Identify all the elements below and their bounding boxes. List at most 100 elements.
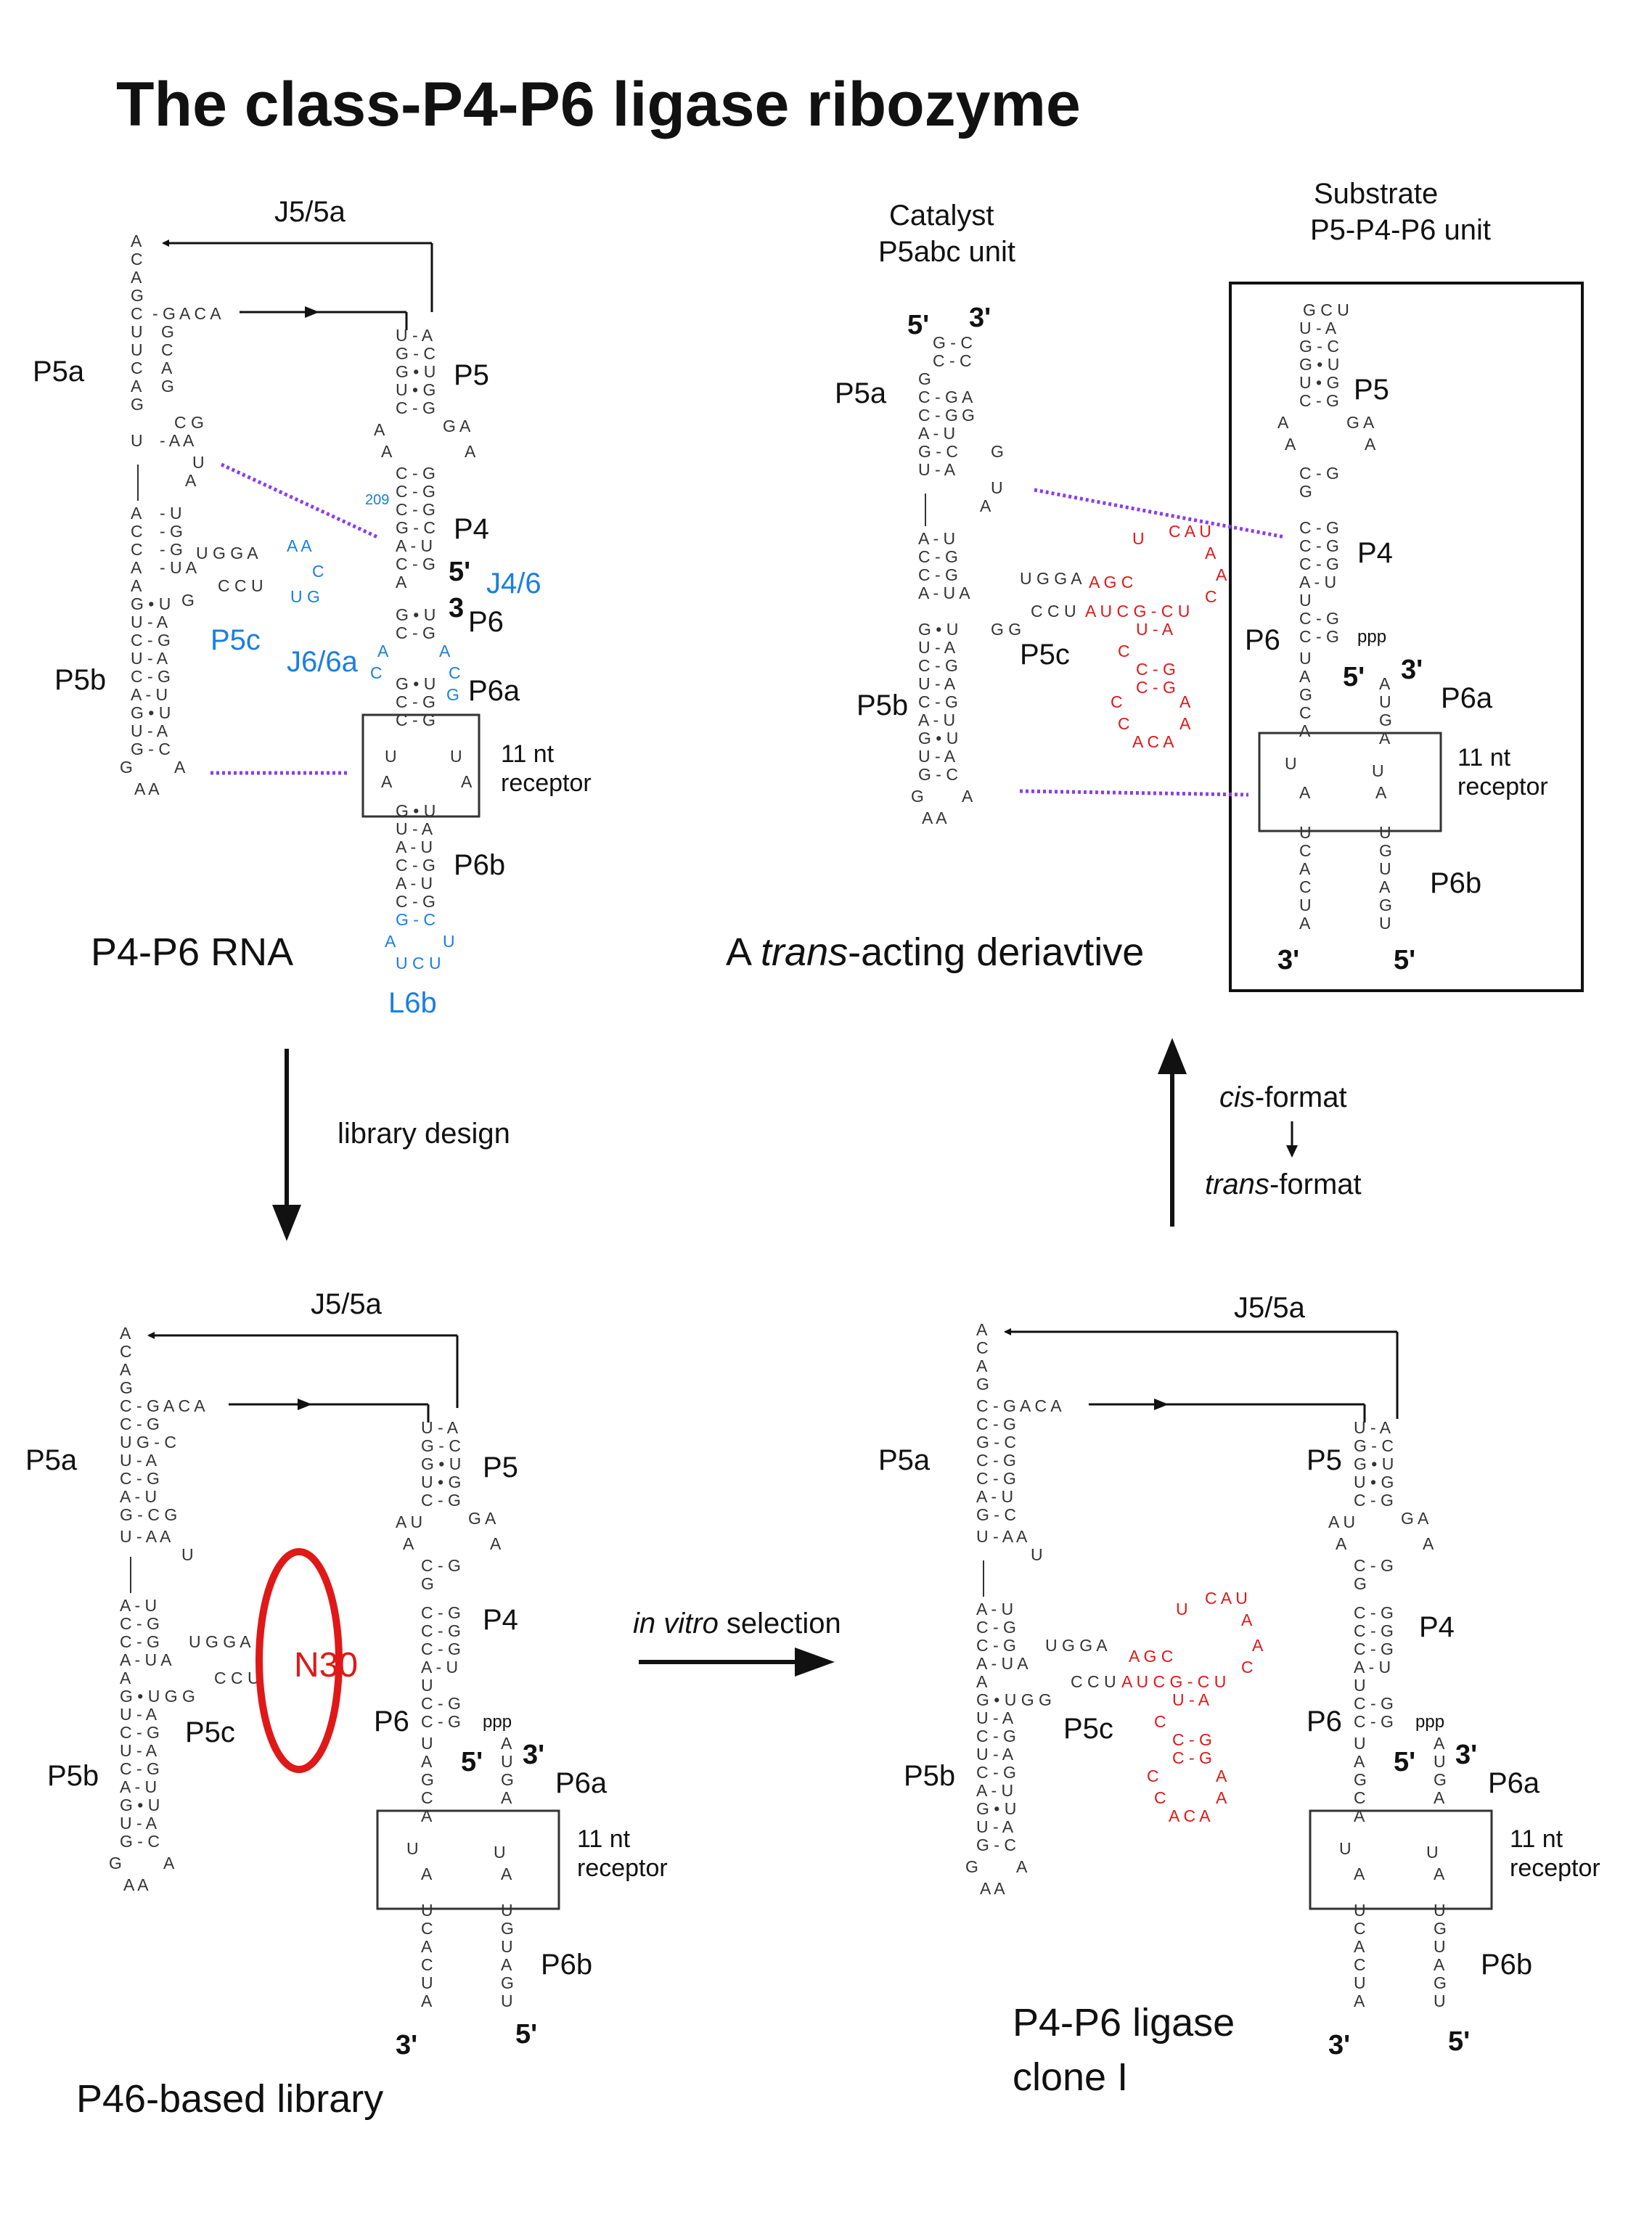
svg-text:A: A (1434, 1788, 1445, 1807)
svg-text:A: A (421, 1937, 433, 1956)
receptor-label-line2: receptor (501, 769, 592, 797)
svg-text:C: C (1354, 1955, 1366, 1974)
svg-text:C - C: C - C (933, 351, 972, 370)
svg-text:A: A (976, 1356, 988, 1375)
svg-text:U - A: U - A (918, 638, 956, 657)
svg-text:A: A (421, 1992, 433, 2010)
svg-text:G • U: G • U (396, 605, 436, 624)
svg-text:G: G (1379, 841, 1392, 860)
trans-p6-label: P6 (1245, 624, 1280, 656)
svg-text:C - G: C - G (1136, 678, 1176, 697)
svg-text:G - C: G - C (131, 740, 171, 758)
svg-text:G: G (109, 1854, 122, 1872)
n30-label: N30 (294, 1646, 358, 1685)
svg-text:A: A (962, 388, 973, 406)
svg-text:C - G: C - G (1136, 660, 1176, 679)
svg-text:C - G: C - G (1354, 1640, 1394, 1658)
svg-text:C: C (1154, 1788, 1166, 1807)
svg-text:C - G: C - G (1354, 1491, 1394, 1510)
substrate-unit-box (1229, 282, 1584, 992)
svg-text:G: G (1354, 1574, 1367, 1593)
svg-text:U G G A: U G G A (196, 544, 258, 562)
svg-text:G A: G A (443, 417, 471, 435)
svg-text:A - U: A - U (976, 1487, 1013, 1506)
library-p5c-label: P5c (185, 1716, 235, 1748)
svg-text:A U: A U (396, 1513, 422, 1531)
svg-text:G: G (421, 1770, 434, 1789)
svg-text:A: A (1216, 1767, 1227, 1785)
trans-5prime: 5' (1343, 662, 1365, 692)
svg-text:G - C: G - C (396, 344, 436, 363)
svg-text:C - G: C - G (120, 1614, 160, 1633)
svg-text:A - U: A - U (120, 1777, 157, 1796)
svg-text:G: G (965, 1857, 978, 1876)
svg-text:A U C G - C U: A U C G - C U (1085, 602, 1190, 621)
svg-text:C - G: C - G (1299, 536, 1339, 555)
svg-text:A: A (1179, 714, 1191, 733)
svg-text:A: A (421, 1806, 433, 1825)
clone-p5b-label: P5b (904, 1760, 955, 1792)
trans-5prime-bottom: 5' (1394, 945, 1415, 975)
svg-text:U - A: U - A (1172, 1690, 1210, 1709)
svg-text:G • U G G: G • U G G (976, 1690, 1052, 1709)
clone-p5-label: P5 (1307, 1444, 1342, 1476)
svg-text:A: A (403, 1534, 414, 1553)
svg-text:C - G: C - G (918, 656, 958, 675)
library-p6a-label: P6a (555, 1767, 608, 1799)
svg-text:C - G: C - G (421, 1556, 461, 1575)
svg-text:U: U (1132, 529, 1145, 548)
svg-text:G • U: G • U (396, 362, 436, 381)
svg-text:A: A (465, 442, 476, 461)
svg-text:A: A (1354, 1806, 1365, 1825)
svg-text:G - C: G - C (120, 1832, 160, 1851)
svg-text:A: A (381, 772, 393, 791)
svg-text:U: U (1354, 1973, 1366, 1992)
svg-text:A A: A A (922, 809, 947, 827)
svg-text:A A: A A (134, 779, 160, 798)
svg-text:G: G (501, 1770, 514, 1789)
svg-text:A: A (976, 1672, 988, 1691)
svg-text:G: G (161, 377, 174, 396)
svg-text:U - A: U - A (918, 460, 956, 479)
library-p6b-label: P6b (541, 1949, 592, 1981)
clone-j5-5a-label: J5/5a (1234, 1292, 1306, 1324)
trans-ppp-label: ppp (1357, 627, 1386, 647)
clone-p5a-label: P5a (878, 1444, 931, 1476)
svg-text:C: C (1354, 1788, 1366, 1807)
svg-text:U - A: U - A (396, 819, 433, 838)
svg-text:U • G: U • G (1354, 1473, 1394, 1491)
svg-text:C - G: C - G (1172, 1748, 1212, 1767)
svg-text:C: C (312, 562, 324, 581)
svg-text:U: U (1354, 1901, 1366, 1920)
svg-text:5': 5' (907, 310, 929, 340)
svg-text:U: U (1285, 754, 1297, 773)
svg-text:C: C (421, 1788, 433, 1807)
svg-text:C: C (131, 250, 143, 269)
substrate-label-line1: Substrate (1314, 178, 1438, 210)
svg-text:A: A (120, 1360, 131, 1379)
svg-text:C: C (1147, 1767, 1159, 1785)
svg-text:G - C: G - C (396, 518, 436, 537)
svg-text:U: U (1339, 1839, 1352, 1858)
svg-text:G: G (181, 591, 195, 610)
panel-name-trans: A trans-acting deriavtive (726, 930, 1144, 974)
svg-text:C - G: C - G (1354, 1694, 1394, 1713)
svg-text:A - U: A - U (1299, 573, 1336, 592)
svg-text:C: C (1354, 1919, 1366, 1938)
library-p5-label: P5 (483, 1452, 518, 1483)
panel-name-library: P46-based library (76, 2077, 383, 2121)
library-p4-label: P4 (483, 1604, 518, 1636)
svg-text:A: A (174, 758, 186, 777)
panel-name-p4p6: P4-P6 RNA (91, 930, 293, 974)
svg-text:U: U (1434, 1901, 1446, 1920)
svg-text:3': 3' (969, 303, 991, 333)
clone-5prime-bottom: 5' (1448, 2026, 1470, 2057)
svg-text:U - A: U - A (1136, 620, 1174, 639)
tertiary-contact-upper-trans (1034, 488, 1285, 539)
svg-text:A: A (1354, 1752, 1365, 1771)
svg-text:U: U (131, 431, 143, 450)
svg-text:U - A: U - A (976, 1708, 1014, 1727)
svg-text:C - G: C - G (1299, 391, 1339, 410)
clone-j5-5a-connector (1004, 1328, 1399, 1423)
svg-text:C - G: C - G (120, 1469, 160, 1488)
